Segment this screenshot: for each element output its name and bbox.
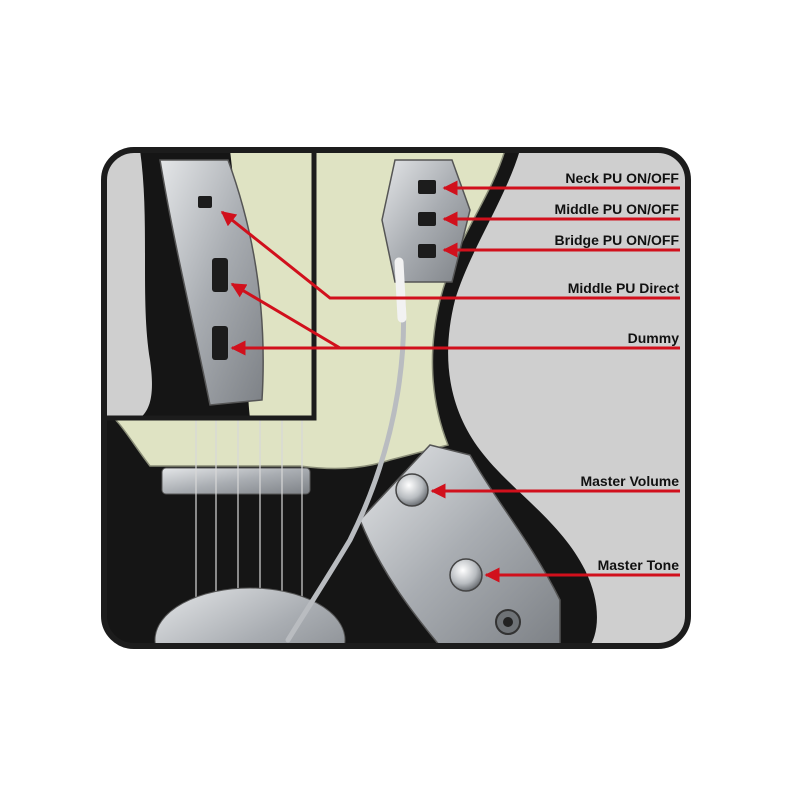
- photo-area: [104, 150, 688, 646]
- tone-knob: [449, 558, 483, 592]
- tremolo-tip: [394, 257, 407, 323]
- inset-dummy-switch-upper: [212, 258, 228, 292]
- outer-frame: [101, 147, 691, 649]
- bridge-switch: [418, 244, 436, 258]
- label-master-tone: Master Tone: [597, 557, 679, 573]
- label-neck-pu: Neck PU ON/OFF: [565, 170, 679, 186]
- arrow-middle-pu-direct: [220, 210, 680, 300]
- tremolo-plate: [154, 587, 346, 646]
- label-middle-pu-direct: Middle PU Direct: [567, 280, 679, 296]
- output-jack-hole: [503, 617, 513, 627]
- label-middle-pu: Middle PU ON/OFF: [554, 201, 679, 217]
- inset-middle-direct-switch: [198, 196, 212, 208]
- label-dummy: Dummy: [627, 330, 679, 346]
- neck-switch: [418, 180, 436, 194]
- middle-switch: [418, 212, 436, 226]
- volume-knob: [395, 473, 429, 507]
- callout-arrows: [220, 180, 680, 583]
- tremolo-arm: [285, 267, 406, 643]
- arrow-dummy-branch: [230, 282, 341, 350]
- inset-dummy-switch-lower: [212, 326, 228, 360]
- label-bridge-pu: Bridge PU ON/OFF: [554, 232, 679, 248]
- bridge: [161, 467, 311, 495]
- label-master-volume: Master Volume: [580, 473, 679, 489]
- zoom-inset: [104, 150, 314, 418]
